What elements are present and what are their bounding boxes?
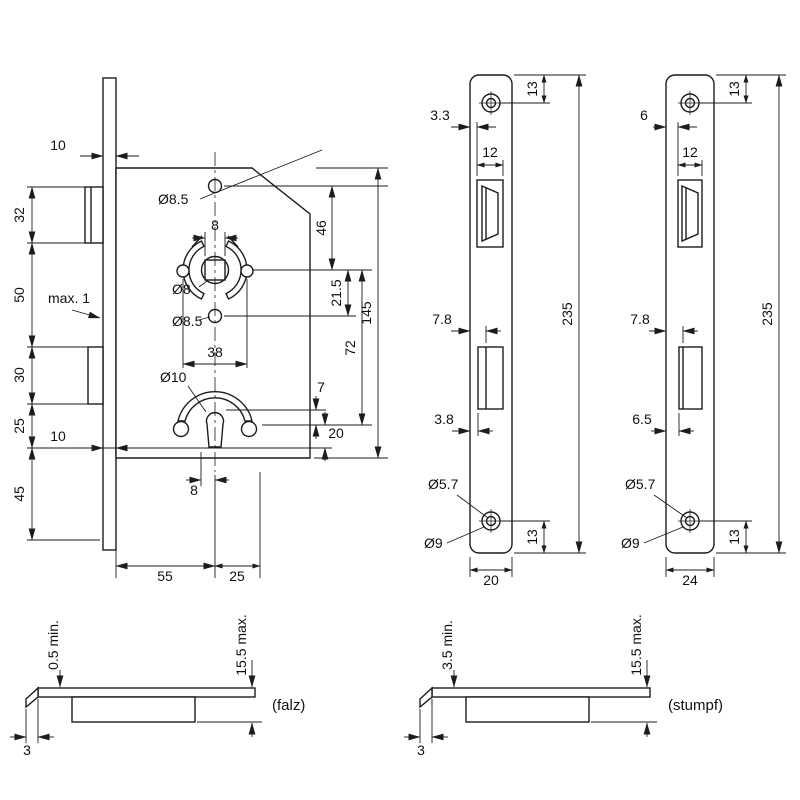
faceplate-24-dimension-lines xyxy=(643,74,786,577)
dim-label-235: 235 xyxy=(759,302,775,326)
latch-cutout xyxy=(677,179,703,248)
dim-label-7-8: 7.8 xyxy=(432,311,452,327)
case-profile xyxy=(71,696,196,723)
dim-label-dia9: Ø9 xyxy=(424,535,443,551)
dim-label-55: 55 xyxy=(157,568,173,584)
dim-label-32: 32 xyxy=(11,207,27,223)
dim-label-30: 30 xyxy=(11,367,27,383)
dim-label-13-bottom: 13 xyxy=(524,529,540,545)
dim-label-10-top: 10 xyxy=(50,137,66,153)
profile-stumpf-parts xyxy=(419,686,651,723)
dim-label-3-8: 3.8 xyxy=(434,411,454,427)
deadbolt-cutout xyxy=(477,346,504,410)
dim-label-3: 3 xyxy=(417,742,425,758)
faceplate-20-labels: 3.3 13 12 7.8 3.8 235 Ø5.7 Ø9 13 20 xyxy=(424,81,575,588)
dim-label-dia8: Ø8 xyxy=(172,281,191,297)
dead-bolt xyxy=(87,346,104,405)
profile-falz-labels: 0.5 min. 15.5 max. 3 (falz) xyxy=(23,614,305,758)
dim-label-24-width: 24 xyxy=(682,572,698,588)
latch-cutout xyxy=(476,179,504,248)
dim-label-72: 72 xyxy=(342,340,358,356)
dim-label-13-top: 13 xyxy=(524,81,540,97)
dim-label-235: 235 xyxy=(559,302,575,326)
dim-label-50: 50 xyxy=(11,287,27,303)
rebate-lip xyxy=(25,686,39,709)
dim-label-7-8: 7.8 xyxy=(630,311,650,327)
faceplate-profile xyxy=(431,687,651,698)
dim-label-8-bottom: 8 xyxy=(190,482,198,498)
mount-lip xyxy=(419,686,433,709)
dim-label-20-width: 20 xyxy=(483,572,499,588)
post-right xyxy=(240,420,258,438)
dim-label-12: 12 xyxy=(482,144,498,160)
caption-stumpf: (stumpf) xyxy=(668,697,723,714)
dim-label-13-top: 13 xyxy=(726,81,742,97)
faceplate-24-view: 6 13 12 7.8 6.5 235 Ø5.7 Ø9 13 24 xyxy=(621,74,786,588)
dim-label-0-5-min: 0.5 min. xyxy=(45,620,61,670)
deadbolt-cutout xyxy=(678,346,703,410)
dim-label-8-square: 8 xyxy=(211,217,219,233)
dim-label-6-5: 6.5 xyxy=(632,411,652,427)
faceplate-20-dimension-lines xyxy=(446,74,586,577)
latch-bolt xyxy=(84,186,104,244)
profile-stumpf-labels: 3.5 min. 15.5 max. 3 (stumpf) xyxy=(417,614,723,758)
dim-label-25-left: 25 xyxy=(11,418,27,434)
dim-label-46: 46 xyxy=(313,220,329,236)
lock-case-labels: 10 32 50 max. 1 30 25 10 45 Ø8.5 8 Ø8 Ø8… xyxy=(11,137,374,584)
profile-falz-dimension-lines xyxy=(10,660,262,743)
dim-label-dia85-mid: Ø8.5 xyxy=(172,313,203,329)
dim-label-dia5-7: Ø5.7 xyxy=(625,476,656,492)
profile-falz-parts xyxy=(25,686,256,723)
dim-label-dia85-top: Ø8.5 xyxy=(158,191,189,207)
dim-label-38: 38 xyxy=(207,344,223,360)
lock-case-parts xyxy=(84,77,311,551)
lock-case-front-view: 10 32 50 max. 1 30 25 10 45 Ø8.5 8 Ø8 Ø8… xyxy=(11,77,388,584)
dim-label-12: 12 xyxy=(682,144,698,160)
dim-label-dia5-7: Ø5.7 xyxy=(428,476,459,492)
latch-head xyxy=(481,184,499,243)
dim-label-25-bottom: 25 xyxy=(229,568,245,584)
dim-label-10-bottom: 10 xyxy=(50,428,66,444)
lock-case-dimension-lines xyxy=(27,146,388,578)
dim-label-15-5-max: 15.5 max. xyxy=(628,614,644,675)
dim-label-3-5-min: 3.5 min. xyxy=(439,620,455,670)
follower-spring-left xyxy=(182,240,205,300)
faceplate-20-view: 3.3 13 12 7.8 3.8 235 Ø5.7 Ø9 13 20 xyxy=(424,74,586,588)
dim-label-3-3: 3.3 xyxy=(430,107,450,123)
spring-pin-left xyxy=(176,264,190,278)
spring-pin-right xyxy=(240,264,254,278)
dim-label-145: 145 xyxy=(358,301,374,325)
profile-falz-view: 0.5 min. 15.5 max. 3 (falz) xyxy=(10,614,305,758)
dim-label-21-5: 21.5 xyxy=(328,279,344,306)
dim-label-13-bottom: 13 xyxy=(726,529,742,545)
dim-label-dia9: Ø9 xyxy=(621,535,640,551)
dim-label-45: 45 xyxy=(11,486,27,502)
dim-label-max1: max. 1 xyxy=(48,290,90,306)
dim-label-7: 7 xyxy=(317,379,325,395)
case-profile xyxy=(465,696,590,723)
profile-stumpf-dimension-lines xyxy=(404,660,657,743)
faceplate-24-labels: 6 13 12 7.8 6.5 235 Ø5.7 Ø9 13 24 xyxy=(621,81,775,588)
dim-label-dia10: Ø10 xyxy=(160,369,187,385)
faceplate-edge xyxy=(102,77,117,551)
dim-label-6: 6 xyxy=(640,107,648,123)
profile-stumpf-view: 3.5 min. 15.5 max. 3 (stumpf) xyxy=(404,614,723,758)
caption-falz: (falz) xyxy=(272,697,305,714)
dim-label-20: 20 xyxy=(328,425,344,441)
faceplate-profile xyxy=(37,687,256,698)
post-left xyxy=(172,420,190,438)
dim-label-15-5-max: 15.5 max. xyxy=(233,614,249,675)
dim-label-3: 3 xyxy=(23,742,31,758)
latch-head xyxy=(681,184,699,243)
faceplate-24-parts xyxy=(665,74,715,554)
